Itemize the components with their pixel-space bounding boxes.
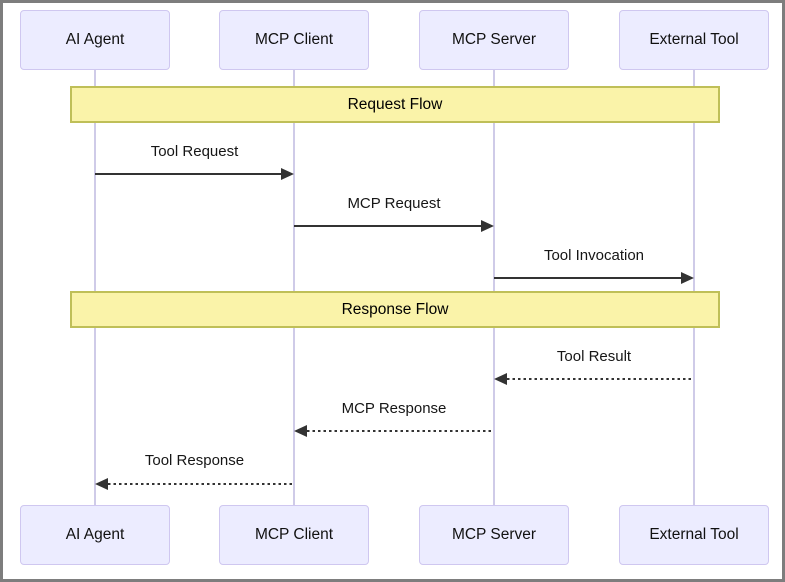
- arrowhead-right-icon: [481, 220, 494, 232]
- arrowhead-right-icon: [681, 272, 694, 284]
- arrowhead-left-icon: [494, 373, 507, 385]
- message-arrow-tool-result: [507, 378, 694, 380]
- message-arrow-tool-invocation: [494, 277, 687, 279]
- section-banner-label: Request Flow: [347, 95, 443, 113]
- actor-top-mcp-client: MCP Client: [219, 10, 369, 70]
- actor-label: AI Agent: [65, 31, 125, 48]
- message-label-tool-request: Tool Request: [150, 143, 239, 160]
- arrowhead-left-icon: [95, 478, 108, 490]
- actor-label: MCP Server: [451, 526, 537, 543]
- lifeline-external-tool: [693, 70, 695, 505]
- actor-label: External Tool: [649, 526, 739, 543]
- actor-label: MCP Client: [254, 526, 334, 543]
- lifeline-ai-agent: [94, 70, 96, 505]
- lifeline-mcp-client: [293, 70, 295, 505]
- actor-label: MCP Server: [451, 31, 537, 48]
- message-arrow-mcp-response: [307, 430, 494, 432]
- actor-label: MCP Client: [254, 31, 334, 48]
- section-banner-request-flow: Request Flow: [70, 86, 720, 123]
- actor-bottom-external-tool: External Tool: [619, 505, 769, 565]
- message-label-mcp-request: MCP Request: [347, 195, 441, 212]
- actor-label: AI Agent: [65, 526, 125, 543]
- message-label-tool-result: Tool Result: [556, 348, 632, 365]
- message-arrow-mcp-request: [294, 225, 487, 227]
- section-banner-label: Response Flow: [341, 300, 449, 318]
- message-label-mcp-response: MCP Response: [341, 400, 447, 417]
- actor-top-external-tool: External Tool: [619, 10, 769, 70]
- actor-bottom-mcp-server: MCP Server: [419, 505, 569, 565]
- actor-top-ai-agent: AI Agent: [20, 10, 170, 70]
- actor-bottom-ai-agent: AI Agent: [20, 505, 170, 565]
- arrowhead-left-icon: [294, 425, 307, 437]
- actor-top-mcp-server: MCP Server: [419, 10, 569, 70]
- lifeline-mcp-server: [493, 70, 495, 505]
- message-label-tool-invocation: Tool Invocation: [543, 247, 645, 264]
- arrowhead-right-icon: [281, 168, 294, 180]
- message-label-tool-response: Tool Response: [144, 452, 245, 469]
- message-arrow-tool-response: [108, 483, 294, 485]
- actor-bottom-mcp-client: MCP Client: [219, 505, 369, 565]
- actor-label: External Tool: [649, 31, 739, 48]
- message-arrow-tool-request: [95, 173, 287, 175]
- section-banner-response-flow: Response Flow: [70, 291, 720, 328]
